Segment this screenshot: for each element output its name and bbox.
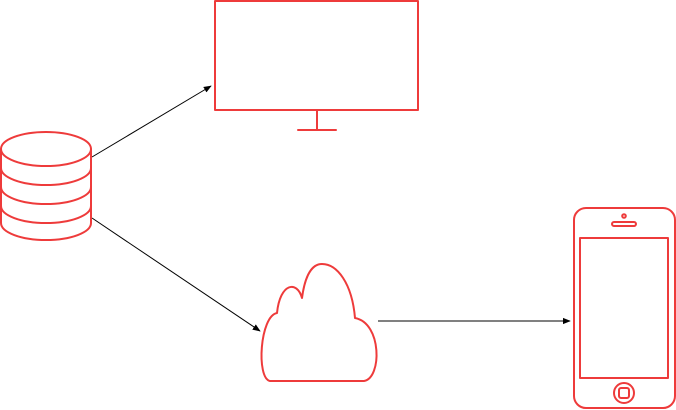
- edge-database-to-cloud[interactable]: [91, 217, 261, 332]
- edges-layer: [91, 85, 571, 332]
- database-icon[interactable]: [0, 131, 92, 241]
- edge-database-to-monitor[interactable]: [91, 85, 212, 158]
- monitor-icon[interactable]: [214, 0, 419, 131]
- cloud-icon[interactable]: [260, 263, 378, 382]
- phone-speaker: [611, 221, 637, 227]
- phone-home-button-square: [618, 387, 630, 399]
- phone-body: [573, 207, 676, 409]
- monitor-screen: [214, 0, 419, 111]
- smartphone-icon[interactable]: [573, 207, 676, 409]
- phone-screen: [579, 237, 669, 379]
- phone-camera: [621, 213, 627, 219]
- phone-home-button[interactable]: [613, 382, 635, 404]
